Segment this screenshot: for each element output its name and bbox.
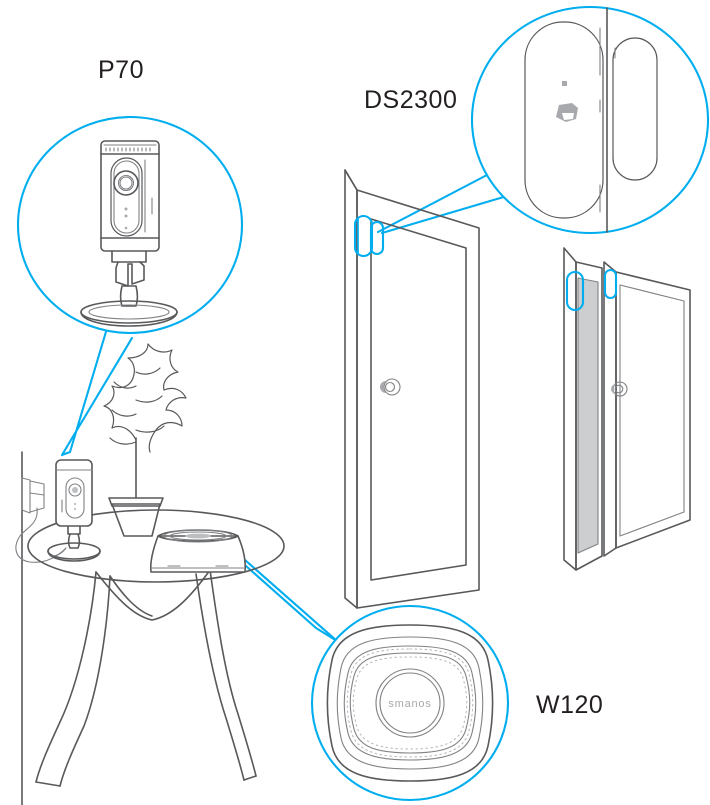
potted-plant [103,343,187,537]
door-closed [344,169,480,609]
sensor-on-door-open [565,268,618,312]
callout-label-p70: P70 [98,56,144,84]
callout-leader-ds2300 [376,173,509,235]
magnifier-p70 [16,115,244,335]
w120-brand-logo: smanos [388,698,431,710]
p70-top-vents [105,147,151,152]
doorknob-closed [380,378,401,396]
magnifier-ds2300 [470,5,710,235]
speaker-perforation-ring [346,648,474,758]
callout-label-w120: W120 [536,691,604,719]
door-open [563,247,691,571]
hub-on-table [149,529,247,573]
p70-detail [80,140,178,327]
ds2300-detail [524,7,658,233]
wall-and-outlet [15,451,67,805]
callout-label-ds2300: DS2300 [364,86,458,114]
side-table [27,509,285,787]
w120-detail: smanos [326,624,494,782]
callout-leader-w120 [243,558,339,643]
magnifier-w120: smanos [310,604,510,802]
callout-leader-p70 [60,323,134,457]
sensor-on-door-closed [353,214,385,258]
doorknob-open [611,381,628,397]
camera-on-table [47,459,101,562]
